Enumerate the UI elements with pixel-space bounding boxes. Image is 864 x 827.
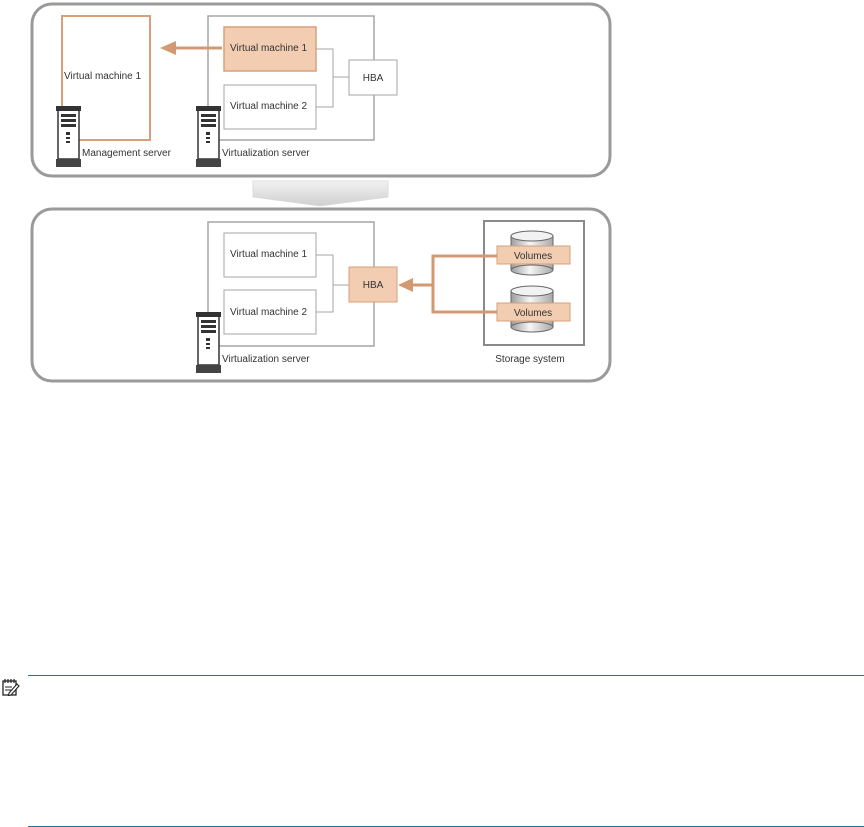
migration-arrowhead — [160, 41, 176, 55]
top-virtualization-server-icon — [196, 106, 221, 167]
top-vm2-box — [223, 84, 317, 130]
bottom-hba-label: HBA — [363, 280, 384, 291]
management-vm-label: Virtual machine 1 — [64, 71, 142, 82]
management-server-icon — [56, 106, 81, 167]
bottom-hba-box — [348, 266, 398, 303]
bottom-vm2-box — [223, 289, 317, 335]
bottom-virtualization-server-label: Virtualization server — [222, 354, 310, 365]
volumes-to-hba-arrowhead — [398, 278, 413, 292]
bottom-vm1-box — [223, 232, 317, 278]
bottom-vm2-label: Virtual machine 2 — [230, 307, 308, 318]
transition-chevron — [252, 180, 389, 207]
storage-system-label: Storage system — [495, 354, 564, 365]
top-vm2-label: Virtual machine 2 — [230, 101, 308, 112]
top-vm1-label: Virtual machine 1 — [230, 43, 308, 54]
top-vm-hba-connector — [316, 48, 334, 108]
volumes-label-2: Volumes — [514, 308, 552, 319]
management-server-label: Management server — [82, 148, 172, 159]
top-virtualization-server-label: Virtualization server — [222, 148, 310, 159]
bottom-vm-hba-connector — [316, 254, 334, 313]
top-hba-box — [348, 59, 398, 96]
note-top-rule — [28, 675, 864, 676]
top-hba-label: HBA — [363, 73, 384, 84]
note-pad-icon — [2, 679, 20, 696]
top-panel: Virtual machine 1 Virtual machine 1 Virt… — [30, 2, 612, 178]
bottom-panel: Virtual machine 1 Virtual machine 2 HBA … — [30, 207, 612, 383]
volumes-label-1: Volumes — [514, 251, 552, 262]
top-vm1-box — [223, 26, 317, 72]
bottom-vm1-label: Virtual machine 1 — [230, 249, 308, 260]
bottom-virtualization-server-icon — [196, 312, 221, 373]
